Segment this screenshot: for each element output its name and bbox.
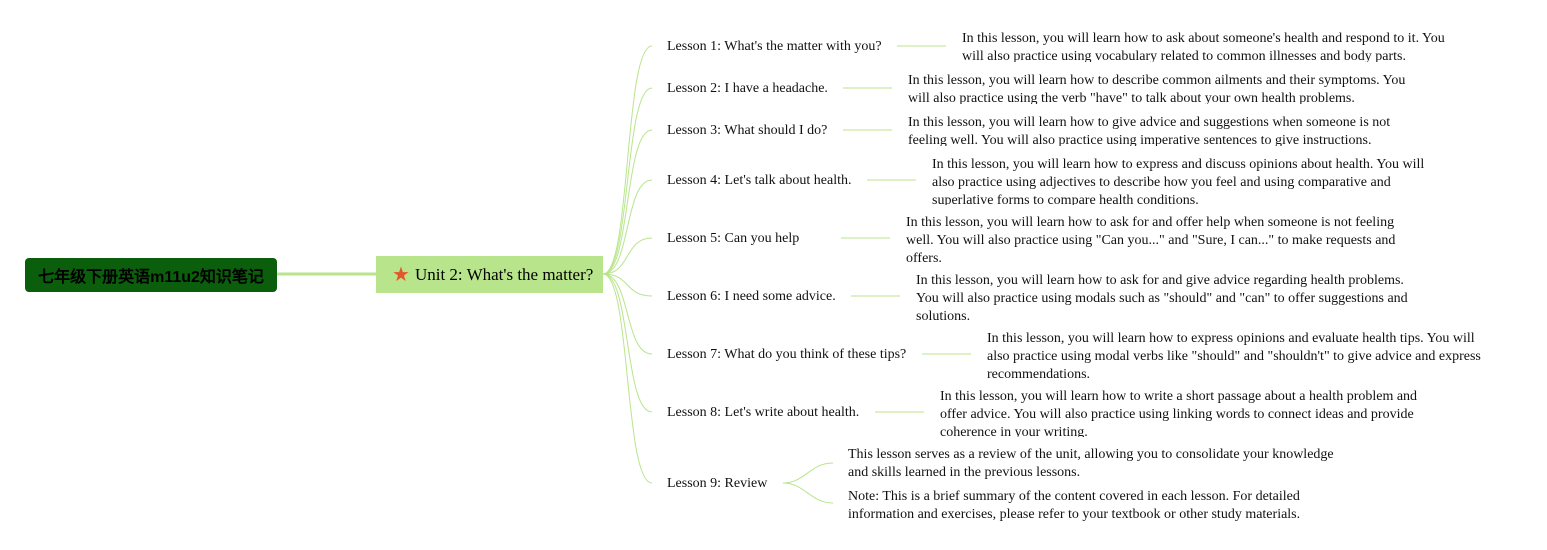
unit-topic[interactable]: ★ Unit 2: What's the matter? [376, 256, 603, 293]
lesson-8-detail: In this lesson, you will learn how to wr… [940, 389, 1418, 437]
lesson-6-detail: In this lesson, you will learn how to as… [916, 273, 1408, 321]
unit-lesson-link-4 [602, 179, 653, 275]
lesson-4-detail: In this lesson, you will learn how to ex… [932, 157, 1425, 205]
lesson-5-detail: In this lesson, you will learn how to as… [906, 215, 1396, 263]
lesson-9-detail-link-2 [782, 482, 834, 504]
root-topic[interactable]: 七年级下册英语m11u2知识笔记 [25, 258, 277, 292]
lesson-1[interactable]: Lesson 1: What's the matter with you? [667, 39, 882, 54]
lesson-7-detail: In this lesson, you will learn how to ex… [987, 331, 1481, 379]
unit-lesson-link-9 [602, 273, 653, 484]
lesson-3-detail: In this lesson, you will learn how to gi… [908, 115, 1391, 146]
lesson-5[interactable]: Lesson 5: Can you help [667, 231, 800, 246]
unit-lesson-link-1 [602, 45, 653, 275]
lesson-2-detail: In this lesson, you will learn how to de… [908, 73, 1406, 104]
unit-lesson-link-2 [602, 87, 653, 275]
lesson-9-detail-link-1 [782, 462, 834, 484]
unit-lesson-link-5 [602, 237, 653, 275]
unit-lesson-link-6 [602, 273, 653, 297]
lesson-6[interactable]: Lesson 6: I need some advice. [667, 289, 836, 304]
lesson-1-detail: In this lesson, you will learn how to as… [962, 31, 1445, 62]
star-icon: ★ [392, 263, 410, 286]
lesson-9-detail-2: Note: This is a brief summary of the con… [848, 489, 1301, 522]
unit-lesson-link-3 [602, 129, 653, 275]
lesson-7[interactable]: Lesson 7: What do you think of these tip… [667, 347, 907, 362]
unit-topic-label: Unit 2: What's the matter? [414, 264, 594, 284]
lesson-9[interactable]: Lesson 9: Review [667, 476, 768, 491]
unit-lesson-link-7 [602, 273, 653, 355]
lesson-2[interactable]: Lesson 2: I have a headache. [667, 81, 828, 96]
lesson-3[interactable]: Lesson 3: What should I do? [667, 123, 828, 138]
lesson-8[interactable]: Lesson 8: Let's write about health. [667, 405, 860, 420]
root-topic-label: 七年级下册英语m11u2知识笔记 [38, 269, 264, 286]
lesson-4[interactable]: Lesson 4: Let's talk about health. [667, 173, 852, 188]
lesson-9-detail-1: This lesson serves as a review of the un… [848, 447, 1334, 480]
unit-lesson-link-8 [602, 273, 653, 413]
